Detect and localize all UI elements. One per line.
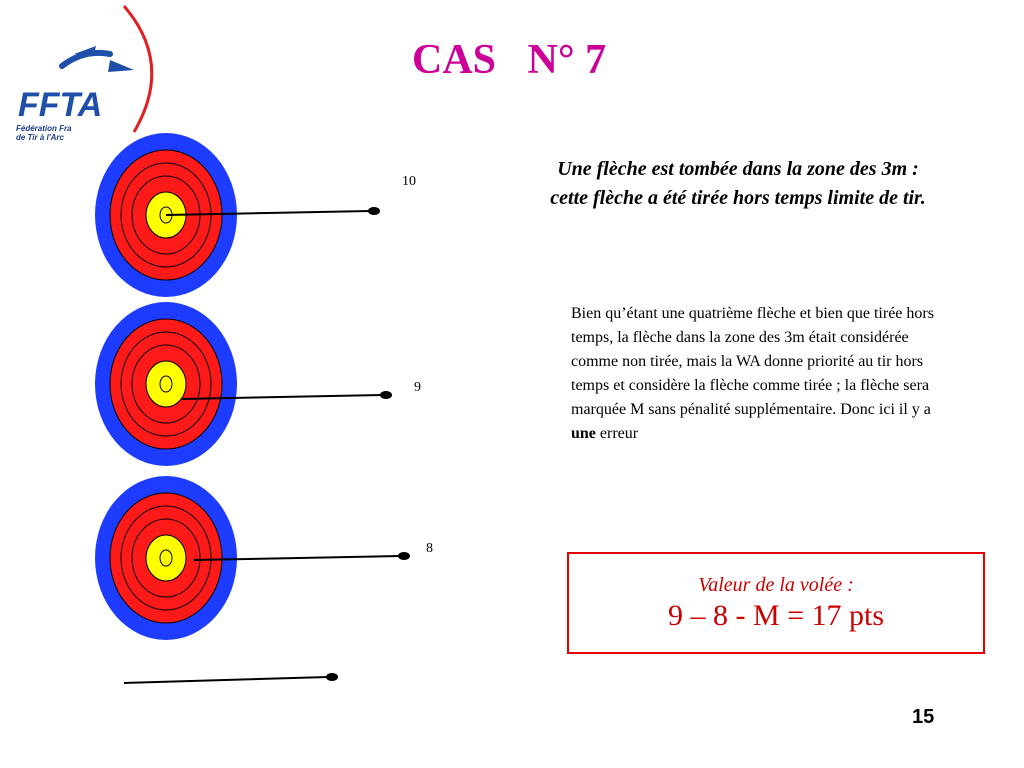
arrow-3: [193, 555, 401, 561]
score-label-3: 8: [426, 541, 433, 556]
logo-acronym: FFTA: [18, 86, 102, 124]
arrow-swoosh-icon: [59, 49, 113, 69]
page-title: CAS N° 7: [412, 37, 607, 83]
case-heading: Une flèche est tombée dans la zone des 3…: [550, 158, 926, 209]
arrow-1-nock: [368, 207, 380, 215]
score-label-1: 10: [402, 174, 416, 189]
case-explanation: Bien qu’étant une quatrième flèche et bi…: [571, 302, 951, 446]
result-box: Valeur de la volée : 9 – 8 - M = 17 pts: [567, 552, 985, 654]
target-2: [95, 302, 237, 466]
explanation-emphasis: une: [571, 425, 596, 442]
arrow-2: [181, 394, 383, 400]
arrow-missed: [123, 676, 329, 684]
arrow-1: [165, 210, 371, 216]
logo-caption-line1: Fédération Fra: [16, 124, 72, 133]
result-value: 9 – 8 - M = 17 pts: [667, 599, 885, 632]
targets-diagram: [95, 133, 410, 684]
explanation-text: Bien qu’étant une quatrième flèche et bi…: [571, 305, 934, 418]
logo-caption-line2: de Tir à l'Arc: [16, 133, 64, 142]
target-3: [95, 476, 237, 640]
arrow-3-nock: [398, 552, 410, 560]
arrow-2-nock: [380, 391, 392, 399]
page-number: 15: [912, 706, 935, 728]
explanation-text-end: erreur: [595, 425, 639, 442]
result-label: Valeur de la volée :: [698, 574, 854, 596]
ffta-logo: FFTA: [18, 5, 154, 133]
bow-arc-icon: [122, 5, 154, 133]
logo-caption: Fédération Fra de Tir à l'Arc: [16, 124, 72, 142]
score-label-2: 9: [414, 380, 421, 395]
arrow-missed-nock: [326, 673, 338, 681]
